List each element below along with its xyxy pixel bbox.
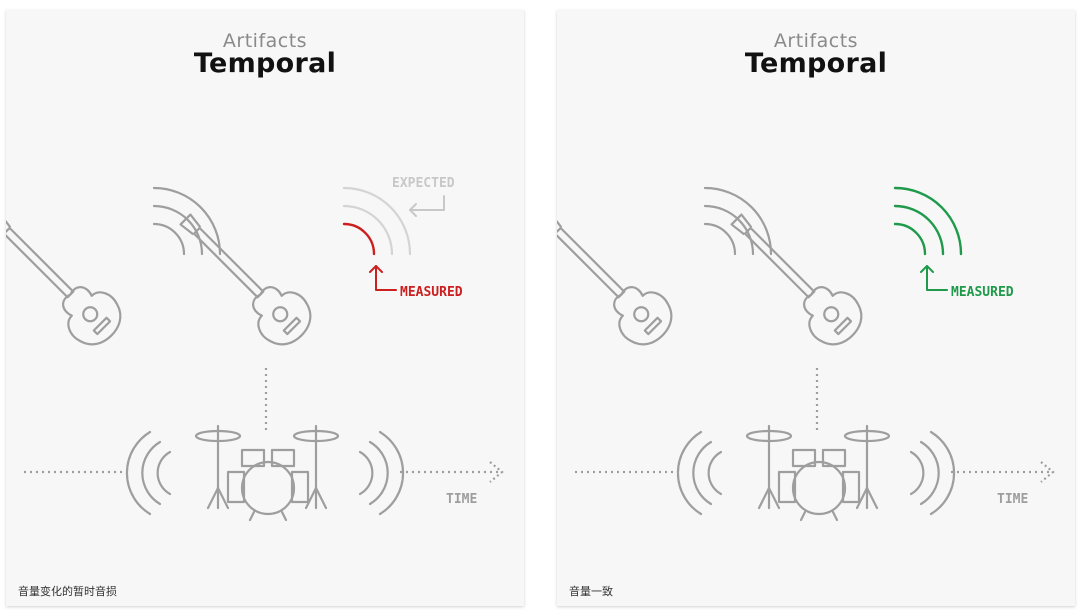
drum-kit-icon [745,424,891,522]
sound-waves-icon [676,430,956,516]
panel-title: Temporal [193,48,337,79]
expected-label: EXPECTED [392,176,455,191]
sound-waves-icon [703,186,773,256]
measured-label: MEASURED [400,285,463,300]
time-label: TIME [997,492,1028,507]
panel-title: Temporal [744,48,888,79]
arrow-icon [369,265,397,291]
expected-waves-icon [342,186,412,256]
arrow-icon [409,195,445,217]
sound-waves-icon [125,430,405,516]
panel-subtitle: Artifacts [222,30,308,52]
sound-waves-icon [152,186,222,256]
panel-temporal-artifact: EXPECTED MEASURED TIME [6,10,524,606]
timeline-arrowhead [489,461,504,483]
time-label: TIME [446,492,477,507]
panel-subtitle: Artifacts [773,30,859,52]
panel-caption: 音量一致 [569,585,613,598]
measured-wave-icon [342,222,376,256]
measured-label: MEASURED [951,285,1014,300]
arrow-icon [920,265,948,291]
measured-waves-icon [893,186,963,256]
guitar-icon [179,213,312,346]
temporal-diagram: MEASURED TIME [557,186,1055,522]
drum-kit-icon [194,424,340,522]
panel-caption: 音量变化的暂时音损 [18,585,117,598]
guitar-icon [6,213,122,346]
timeline-arrowhead [1040,461,1055,483]
panel-consistent-volume: MEASURED TIME [557,10,1075,606]
guitar-icon [557,213,673,346]
temporal-diagram: EXPECTED MEASURED TIME [6,176,504,522]
guitar-icon [730,213,863,346]
